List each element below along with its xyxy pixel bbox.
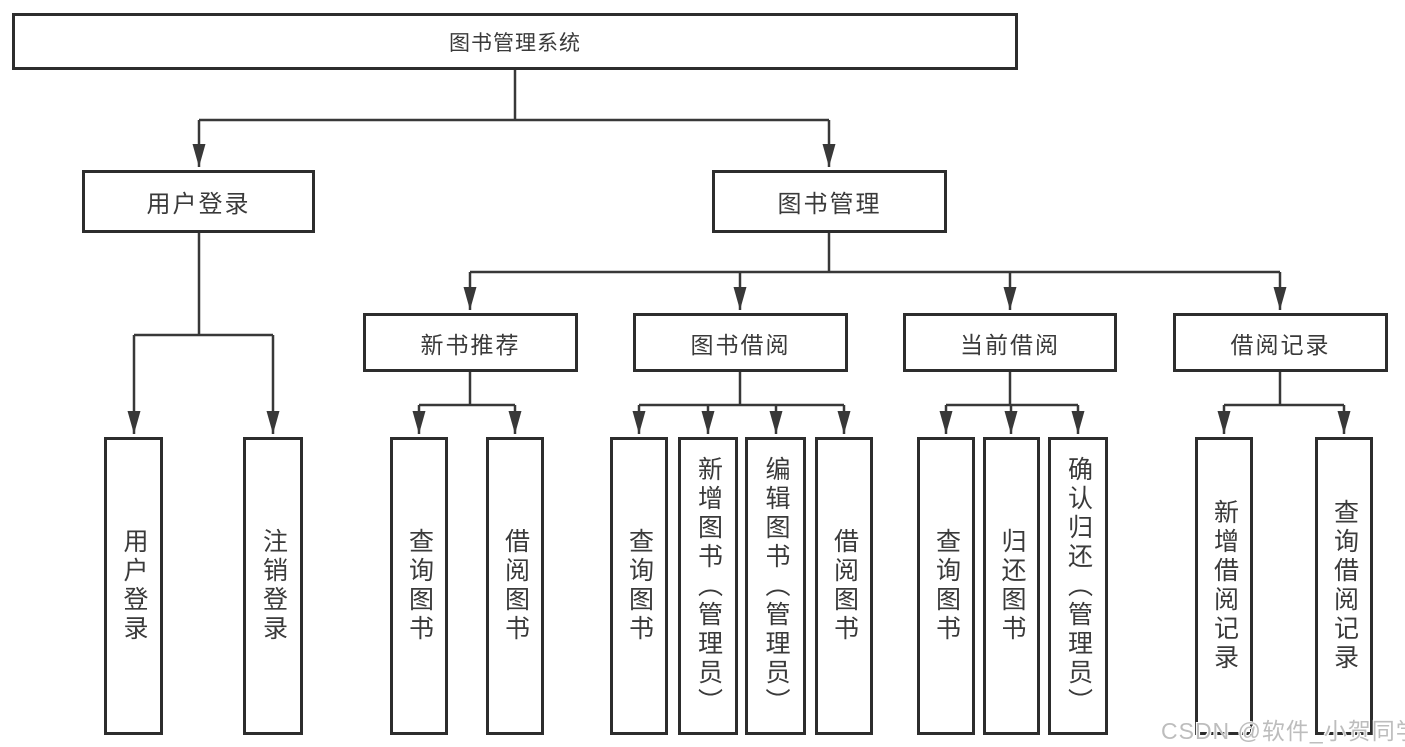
leaf-label: 查询借阅记录 — [1330, 499, 1359, 673]
leaf-label: 注销登录 — [259, 528, 288, 644]
leaf-query-books-current: 查询图书 — [917, 437, 975, 735]
leaf-label: 借阅图书 — [830, 528, 859, 644]
leaf-label: 新增图书（管理员） — [694, 455, 723, 717]
leaf-add-book-admin: 新增图书（管理员） — [678, 437, 738, 735]
leaf-label: 新增借阅记录 — [1210, 499, 1239, 673]
leaf-add-borrow-record: 新增借阅记录 — [1195, 437, 1253, 735]
leaf-label: 查询图书 — [932, 528, 961, 644]
leaf-confirm-return-admin: 确认归还（管理员） — [1048, 437, 1108, 735]
leaf-logout: 注销登录 — [243, 437, 303, 735]
node-label: 图书借阅 — [690, 331, 791, 358]
leaf-label: 确认归还（管理员） — [1064, 455, 1093, 717]
leaf-label: 查询图书 — [405, 528, 434, 644]
leaf-label: 借阅图书 — [501, 528, 530, 644]
leaf-label: 编辑图书（管理员） — [762, 455, 790, 717]
node-library-management-system: 图书管理系统 — [12, 13, 1018, 70]
node-label: 图书管理 — [777, 191, 882, 218]
leaf-user-login: 用户登录 — [104, 437, 163, 735]
node-user-login: 用户登录 — [82, 170, 315, 233]
node-label: 借阅记录 — [1230, 331, 1331, 358]
leaf-query-books-borrow: 查询图书 — [610, 437, 668, 735]
node-label: 用户登录 — [146, 191, 251, 218]
node-label: 新书推荐 — [420, 331, 521, 358]
node-book-borrow: 图书借阅 — [633, 313, 848, 372]
leaf-edit-book-admin: 编辑图书（管理员） — [745, 437, 806, 735]
leaf-query-books-recommend: 查询图书 — [390, 437, 448, 735]
node-new-book-recommend: 新书推荐 — [363, 313, 578, 372]
node-current-borrow: 当前借阅 — [903, 313, 1117, 372]
leaf-borrow-books-recommend: 借阅图书 — [486, 437, 544, 735]
leaf-label: 查询图书 — [625, 528, 654, 644]
leaf-borrow-books: 借阅图书 — [815, 437, 873, 735]
leaf-label: 用户登录 — [120, 528, 148, 644]
csdn-watermark: CSDN @软件_小贺同学 — [1161, 718, 1405, 744]
leaf-return-book: 归还图书 — [983, 437, 1040, 735]
node-label: 图书管理系统 — [449, 31, 581, 55]
leaf-label: 归还图书 — [998, 528, 1026, 644]
leaf-query-borrow-record: 查询借阅记录 — [1315, 437, 1373, 735]
node-label: 当前借阅 — [960, 331, 1060, 358]
node-book-management: 图书管理 — [712, 170, 947, 233]
node-borrow-records: 借阅记录 — [1173, 313, 1388, 372]
